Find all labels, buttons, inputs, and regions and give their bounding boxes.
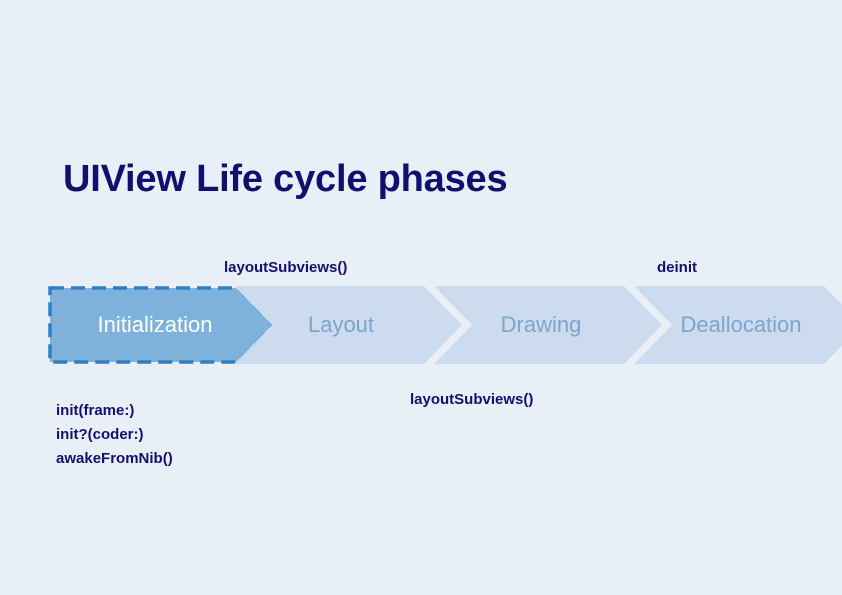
process-step-drawing[interactable]: Drawing bbox=[434, 286, 662, 364]
process-step-label-drawing: Drawing bbox=[500, 312, 582, 337]
chevron-shape-drawing-icon bbox=[434, 286, 662, 364]
callout-line-init-coder: init?(coder:) bbox=[56, 426, 144, 443]
process-step-label-deallocation: Deallocation bbox=[680, 312, 802, 337]
process-step-label-initialization: Initialization bbox=[97, 312, 213, 337]
chevron-shape-deallocation-icon bbox=[634, 286, 842, 364]
chevron-shape-layout-icon bbox=[234, 286, 462, 364]
callout-line-awake-from-nib: awakeFromNib() bbox=[56, 450, 173, 467]
callout-top-layout-subviews: layoutSubviews() bbox=[224, 259, 348, 276]
process-step-label-layout: Layout bbox=[307, 312, 375, 337]
callout-line-init-frame: init(frame:) bbox=[56, 402, 135, 419]
process-step-deallocation[interactable]: Deallocation bbox=[634, 286, 842, 364]
lifecycle-process-flow: Initialization Layout Drawing Deallocati… bbox=[48, 286, 842, 364]
callout-top-deinit: deinit bbox=[657, 259, 697, 276]
callout-bottom-layout-subviews: layoutSubviews() bbox=[410, 391, 534, 408]
process-step-layout[interactable]: Layout bbox=[234, 286, 462, 364]
callout-initialization-methods: init(frame:) init?(coder:) awakeFromNib(… bbox=[56, 399, 173, 471]
page-title: UIView Life cycle phases bbox=[63, 158, 508, 200]
